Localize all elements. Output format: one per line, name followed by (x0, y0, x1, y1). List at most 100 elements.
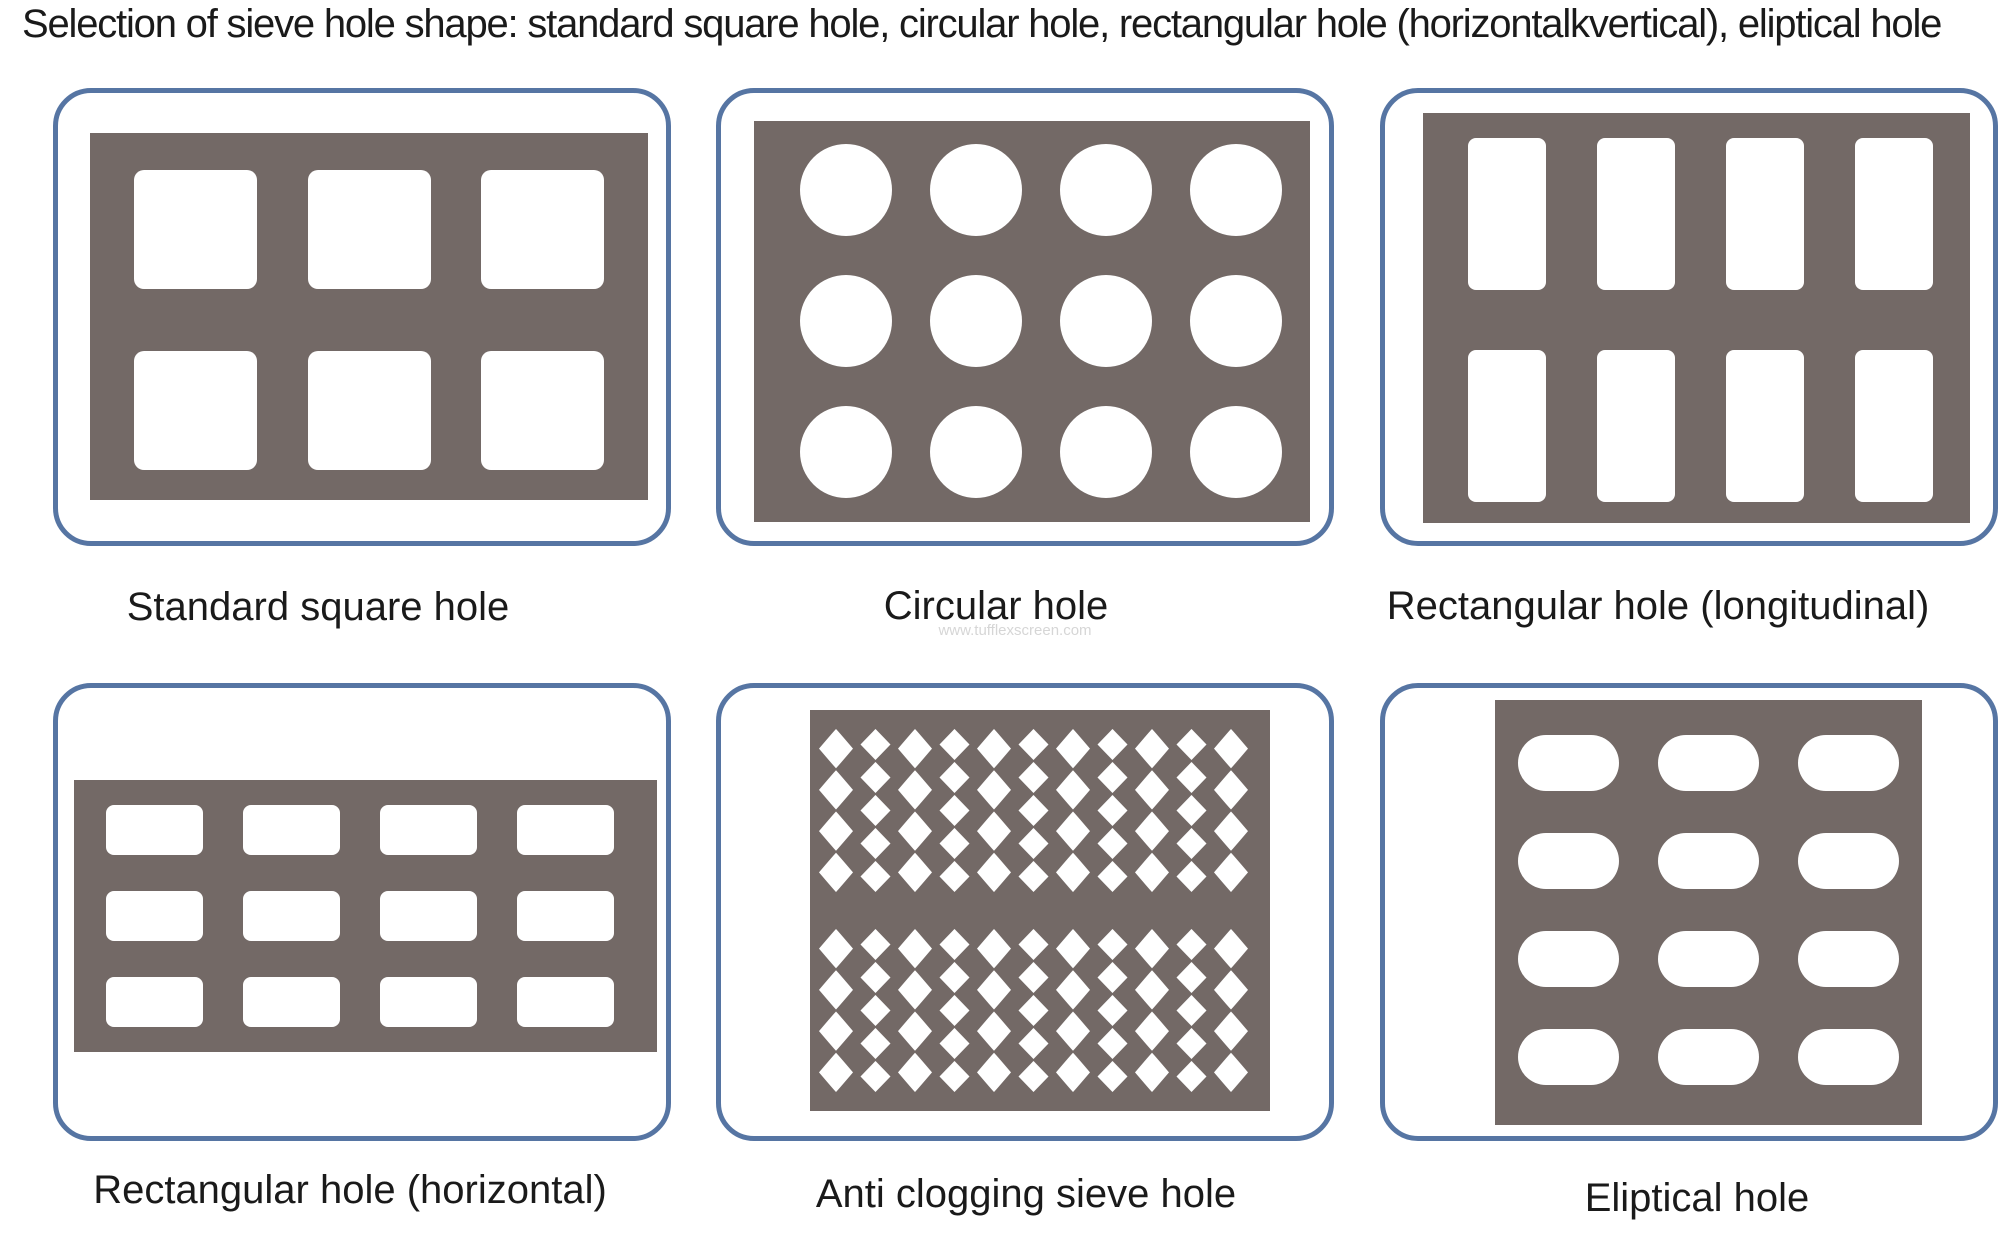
panel-circular-hole (716, 88, 1334, 546)
sieve-hole (800, 275, 892, 367)
diamond-hole (1176, 1061, 1207, 1092)
diamond-hole (819, 770, 853, 810)
diamond-hole (1056, 970, 1090, 1010)
diamond-hole (1176, 762, 1207, 793)
diamond-hole (977, 929, 1011, 969)
caption-elliptical-hole: Eliptical hole (1584, 1176, 1810, 1220)
sieve-hole (1518, 931, 1619, 987)
diamond-hole (939, 828, 970, 859)
sieve-hole (517, 805, 614, 855)
diamond-hole (1097, 762, 1128, 793)
sieve-hole (1190, 144, 1282, 236)
diamond-hole (860, 995, 891, 1026)
diamond-hole (1056, 729, 1090, 769)
diamond-hole (819, 1011, 853, 1051)
diamond-hole (977, 1052, 1011, 1092)
diamond-hole (977, 1011, 1011, 1051)
diamond-hole (977, 970, 1011, 1010)
diamond-hole (1176, 995, 1207, 1026)
diamond-hole (1097, 795, 1128, 826)
diamond-hole (1056, 811, 1090, 851)
diamond-hole (1097, 1028, 1128, 1059)
panel-rect-longitudinal (1380, 88, 1998, 546)
sieve-hole (1798, 735, 1899, 791)
sieve-hole (1798, 1029, 1899, 1085)
sieve-hole (243, 977, 340, 1027)
diamond-hole (939, 1061, 970, 1092)
watermark: www.tufflexscreen.com (938, 622, 1092, 639)
diamond-hole (898, 729, 932, 769)
diamond-hole (939, 795, 970, 826)
diamond-hole (1018, 795, 1049, 826)
sieve-hole (308, 170, 431, 289)
diamond-hole (1214, 770, 1248, 810)
diamond-hole (1176, 828, 1207, 859)
caption-circular-hole: Circular hole (883, 584, 1109, 628)
diamond-hole (898, 929, 932, 969)
panel-rect-horizontal (53, 683, 671, 1141)
diamond-hole (1018, 995, 1049, 1026)
diamond-hole (1214, 729, 1248, 769)
diamond-hole (860, 729, 891, 760)
sieve-hole (380, 891, 477, 941)
diamond-hole (1018, 729, 1049, 760)
elliptical-holes (1518, 735, 1899, 1085)
diamond-hole (1214, 811, 1248, 851)
rect-longitudinal-holes (1468, 138, 1933, 502)
diamond-hole (977, 811, 1011, 851)
rect-longitudinal-diagram (1423, 113, 1970, 523)
diamond-hole (1214, 929, 1248, 969)
diamond-hole (898, 1011, 932, 1051)
sieve-hole (380, 805, 477, 855)
caption-anti-clogging: Anti clogging sieve hole (815, 1172, 1237, 1216)
diamond-hole (1018, 861, 1049, 892)
diamond-hole (1056, 1011, 1090, 1051)
diamond-hole (977, 852, 1011, 892)
sieve-hole (1798, 833, 1899, 889)
sieve-hole (1060, 144, 1152, 236)
caption-rect-longitudinal: Rectangular hole (longitudinal) (1386, 584, 1930, 628)
diamond-hole (939, 995, 970, 1026)
diamond-hole (977, 770, 1011, 810)
sieve-hole (106, 891, 203, 941)
diamond-hole (819, 852, 853, 892)
diamond-hole (1056, 1052, 1090, 1092)
sieve-hole (106, 805, 203, 855)
sieve-hole (1658, 931, 1759, 987)
sieve-hole (1855, 350, 1933, 502)
diamond-hole (939, 861, 970, 892)
sieve-hole (1060, 275, 1152, 367)
panel-anti-clogging (716, 683, 1334, 1141)
sieve-hole (1190, 406, 1282, 498)
sieve-hole (134, 351, 257, 470)
diamond-hole (898, 970, 932, 1010)
diamond-hole (1214, 852, 1248, 892)
sieve-hole (930, 275, 1022, 367)
sieve-hole (1798, 931, 1899, 987)
sieve-hole (1518, 1029, 1619, 1085)
square-holes (134, 170, 604, 470)
square-hole-diagram (90, 133, 648, 500)
diamond-hole (1018, 1028, 1049, 1059)
sieve-hole (106, 977, 203, 1027)
diamond-hole (1018, 828, 1049, 859)
diamond-hole (1214, 1052, 1248, 1092)
diamond-hole (860, 1061, 891, 1092)
diamond-hole (898, 811, 932, 851)
diamond-hole (819, 811, 853, 851)
diamond-hole (1135, 811, 1169, 851)
sieve-hole (1060, 406, 1152, 498)
diamond-hole (860, 962, 891, 993)
sieve-hole (800, 406, 892, 498)
diamond-hole (1176, 861, 1207, 892)
diamond-hole (860, 795, 891, 826)
caption-square-hole: Standard square hole (126, 585, 510, 629)
diamond-hole (819, 1052, 853, 1092)
diamond-hole (819, 970, 853, 1010)
sieve-hole (1658, 833, 1759, 889)
diamond-hole (1018, 929, 1049, 960)
diamond-hole (939, 929, 970, 960)
sieve-hole (1518, 833, 1619, 889)
diamond-hole (1176, 729, 1207, 760)
sieve-hole (134, 170, 257, 289)
